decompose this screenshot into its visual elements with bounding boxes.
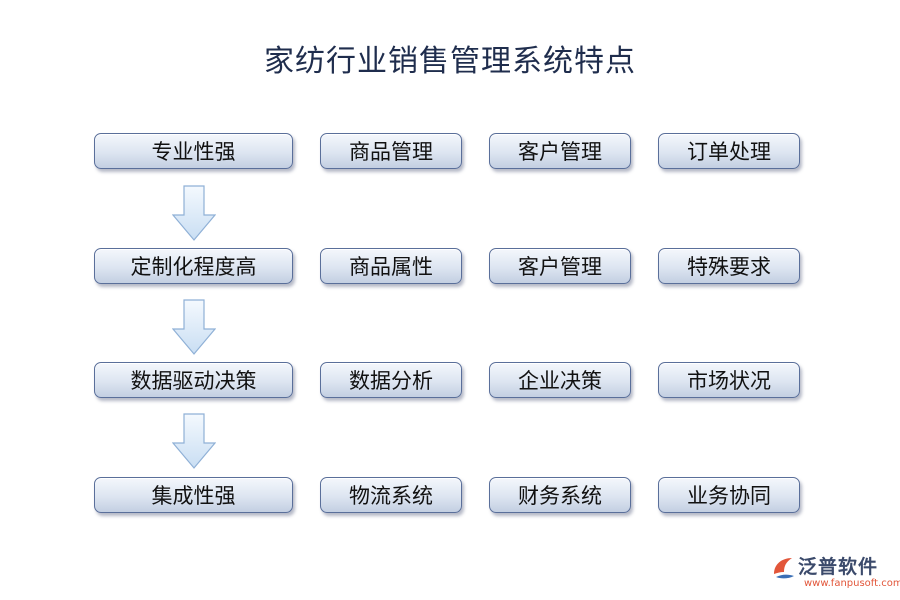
feature-box-4-1: 物流系统 xyxy=(320,477,462,513)
brand-name: 泛普软件 xyxy=(798,556,879,578)
fanpu-logo-icon xyxy=(774,558,794,579)
feature-box-3-3: 市场状况 xyxy=(658,362,800,398)
main-box-1: 专业性强 xyxy=(94,133,293,169)
feature-box-1-3: 订单处理 xyxy=(658,133,800,169)
feature-box-1-1: 商品管理 xyxy=(320,133,462,169)
feature-box-3-2: 企业决策 xyxy=(489,362,631,398)
feature-box-2-1: 商品属性 xyxy=(320,248,462,284)
main-box-3: 数据驱动决策 xyxy=(94,362,293,398)
main-box-2: 定制化程度高 xyxy=(94,248,293,284)
main-box-4: 集成性强 xyxy=(94,477,293,513)
feature-box-2-2: 客户管理 xyxy=(489,248,631,284)
brand-url: www.fanpusoft.com xyxy=(804,578,900,589)
feature-box-4-2: 财务系统 xyxy=(489,477,631,513)
down-arrow-icon xyxy=(172,299,216,355)
diagram-title: 家纺行业销售管理系统特点 xyxy=(264,44,636,79)
down-arrow-icon xyxy=(172,185,216,241)
feature-box-4-3: 业务协同 xyxy=(658,477,800,513)
feature-box-2-3: 特殊要求 xyxy=(658,248,800,284)
brand-logo: 泛普软件 www.fanpusoft.com xyxy=(768,550,900,596)
feature-box-3-1: 数据分析 xyxy=(320,362,462,398)
down-arrow-icon xyxy=(172,413,216,469)
feature-box-1-2: 客户管理 xyxy=(489,133,631,169)
